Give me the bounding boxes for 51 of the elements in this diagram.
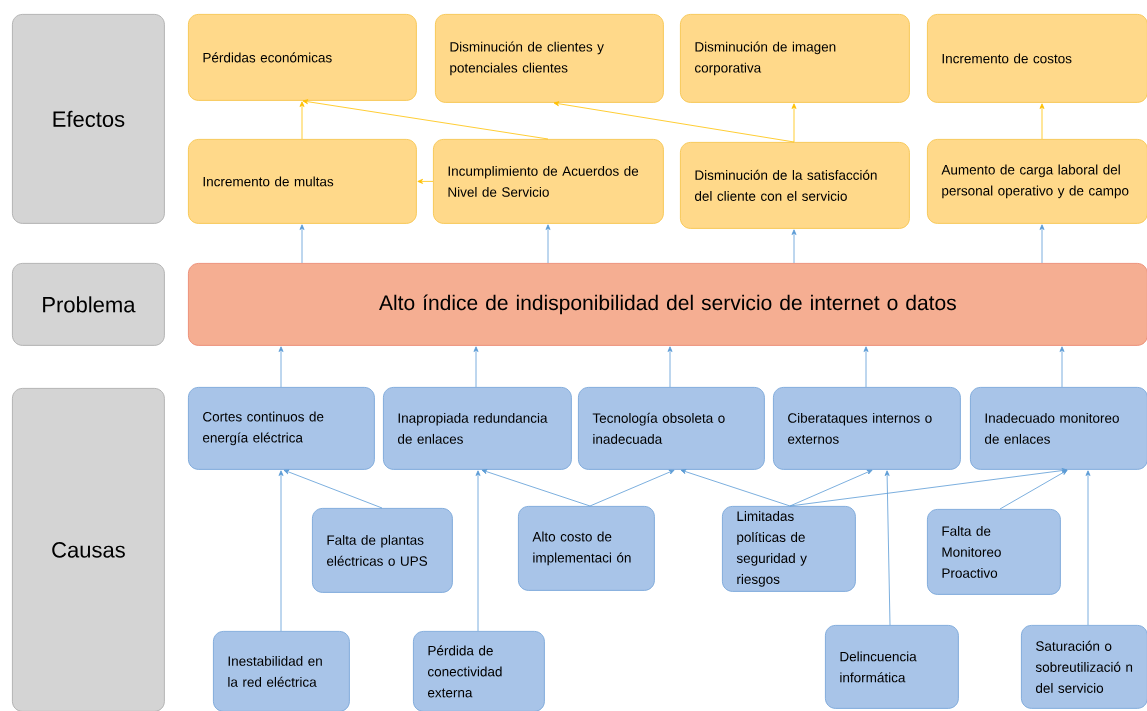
arrow	[553, 101, 795, 143]
arrow	[475, 470, 481, 632]
cause-box: Delincuencia informática	[825, 625, 959, 709]
cause-box: Ciberataques internos o externos	[773, 387, 961, 470]
arrow	[302, 99, 549, 140]
arrow	[481, 469, 591, 507]
effect-box: Aumento de carga laboral del personal operativo y de campo	[927, 139, 1147, 224]
arrow	[1039, 103, 1045, 140]
cause-box: Saturación o sobreutilizació n del servicio	[1021, 625, 1147, 709]
cause-box: Falta de Monitoreo Proactivo	[927, 509, 1061, 595]
cause-box: Cortes continuos de energía eléctrica	[188, 387, 375, 470]
cause-box: Inadecuado monitoreo de enlaces	[970, 387, 1147, 470]
arrow	[791, 229, 797, 264]
arrow	[473, 346, 479, 388]
arrow	[884, 470, 891, 626]
arrow	[278, 470, 284, 632]
cause-box: Inestabilidad en la red eléctrica	[213, 631, 350, 711]
arrow	[791, 103, 797, 143]
cause-box: Tecnología obsoleta o inadecuada	[578, 387, 765, 470]
arrow	[680, 469, 791, 507]
cause-box: Pérdida de conectividad externa	[413, 631, 545, 711]
arrow	[789, 468, 1068, 507]
cause-box: Falta de plantas eléctricas o UPS	[312, 508, 453, 593]
effect-box: Incremento de multas	[188, 139, 417, 224]
arrow	[1039, 224, 1045, 264]
arrow	[283, 469, 383, 509]
effect-box: Disminución de imagen corporativa	[680, 14, 910, 103]
arrow	[299, 101, 305, 140]
arrow	[667, 346, 673, 388]
arrow	[999, 469, 1068, 510]
arrow	[417, 178, 434, 184]
cause-box: Alto costo de implementaci ón	[518, 506, 655, 591]
category-label: Problema	[12, 263, 165, 346]
effect-box: Pérdidas económicas	[188, 14, 417, 101]
effect-box: Disminución de la satisfacción del cliente con el servicio	[680, 142, 910, 229]
effect-box: Disminución de clientes y potenciales clientes	[435, 14, 664, 103]
arrow	[545, 224, 551, 264]
arrow	[278, 346, 284, 388]
arrow	[589, 469, 675, 507]
effect-box: Incremento de costos	[927, 14, 1147, 103]
arrow	[299, 224, 305, 264]
category-label: Efectos	[12, 14, 165, 224]
arrow	[863, 346, 869, 388]
category-label: Causas	[12, 388, 165, 711]
arrow	[1059, 346, 1065, 388]
arrow	[789, 469, 873, 507]
problem-box: Alto índice de indisponibilidad del servicio de internet o datos	[188, 263, 1147, 346]
cause-box: Limitadas políticas de seguridad y riesgos	[722, 506, 856, 592]
cause-box: Inapropiada redundancia de enlaces	[383, 387, 572, 470]
arrow	[1085, 470, 1091, 626]
effect-box: Incumplimiento de Acuerdos de Nivel de Servicio	[433, 139, 664, 224]
